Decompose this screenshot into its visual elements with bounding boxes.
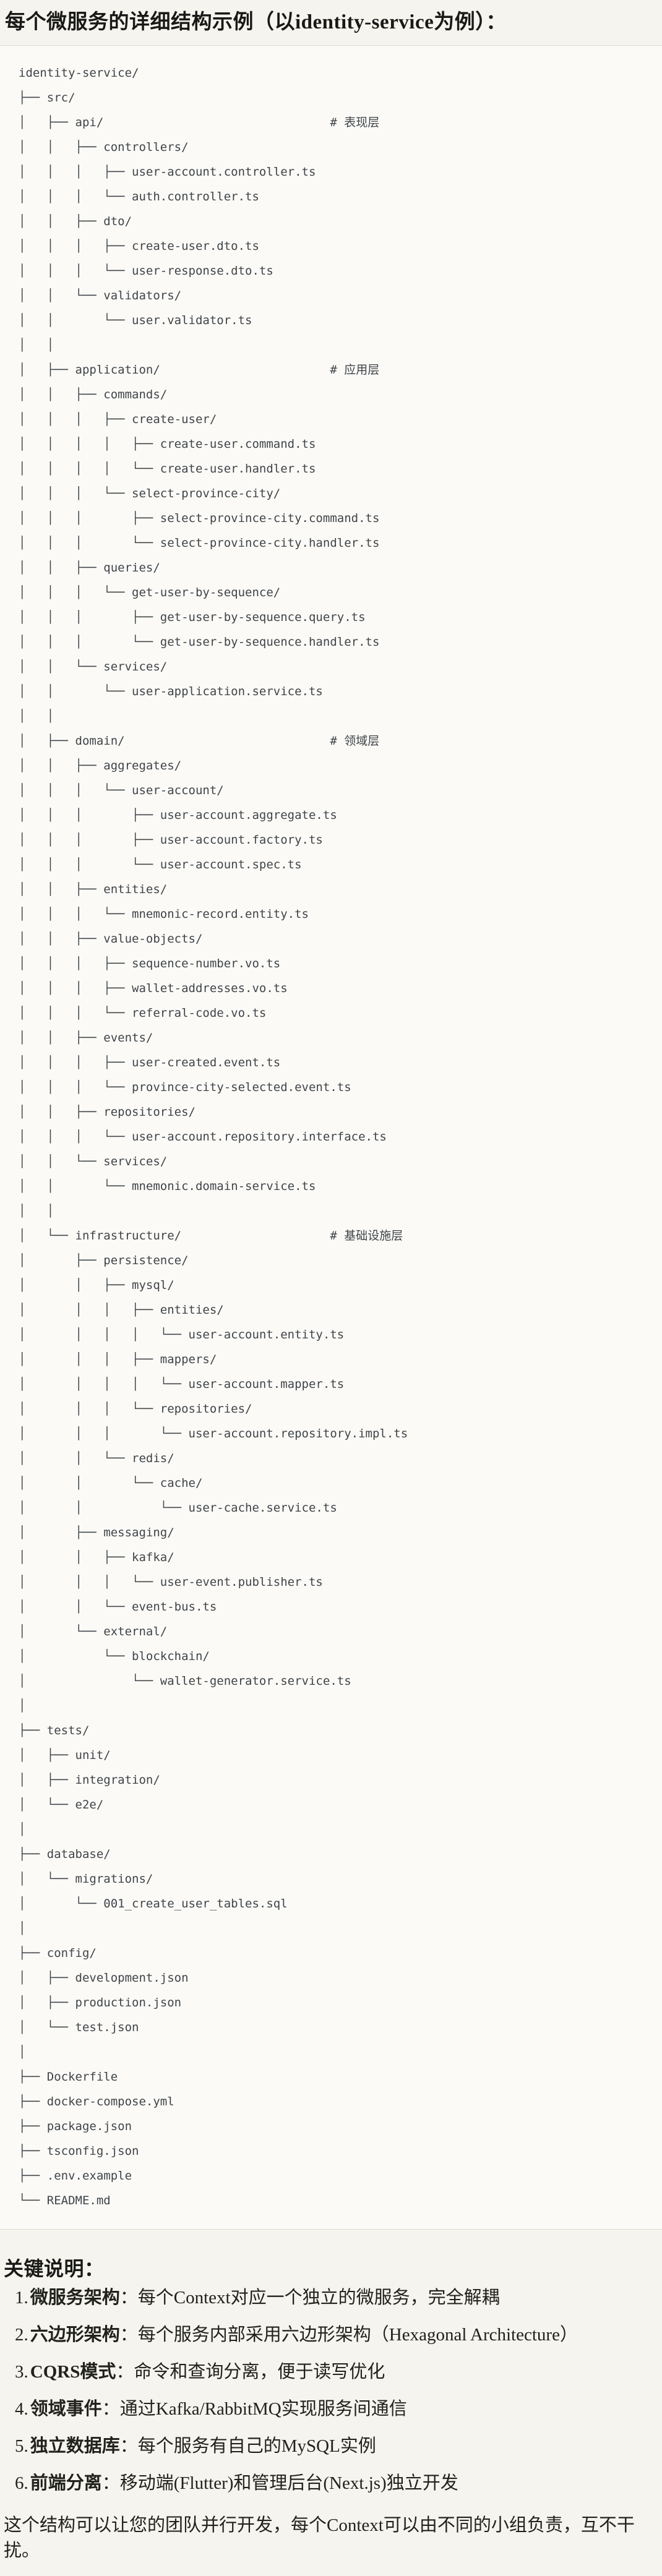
page-title: 每个微服务的详细结构示例（以identity-service为例）： <box>5 11 507 33</box>
note-text: ：每个服务有自己的MySQL实例 <box>119 2436 376 2457</box>
note-label: 独立数据库 <box>30 2436 120 2457</box>
note-number: 2. <box>15 2324 28 2345</box>
notes-list: 1.微服务架构：每个Context对应一个独立的微服务，完全解耦 2.六边形架构… <box>4 2285 656 2497</box>
directory-tree-block: identity-service/ ├── src/ │ ├── api/ # … <box>0 45 662 2230</box>
note-number: 4. <box>15 2399 28 2420</box>
note-item: 4.领域事件：通过Kafka/RabbitMQ实现服务间通信 <box>15 2397 656 2422</box>
notes-section: 关键说明： 1.微服务架构：每个Context对应一个独立的微服务，完全解耦 2… <box>0 2253 662 2564</box>
note-label: 领域事件 <box>30 2399 102 2420</box>
notes-footer: 这个结构可以让您的团队并行开发，每个Context可以由不同的小组负责，互不干扰… <box>4 2515 635 2561</box>
note-label: 六边形架构 <box>30 2324 120 2345</box>
note-number: 3. <box>15 2361 28 2382</box>
directory-tree: identity-service/ ├── src/ │ ├── api/ # … <box>19 66 408 2207</box>
note-label: 前端分离 <box>30 2473 102 2494</box>
note-item: 2.六边形架构：每个服务内部采用六边形架构（Hexagonal Architec… <box>15 2322 656 2348</box>
note-number: 1. <box>15 2287 28 2308</box>
note-text: ：移动端(Flutter)和管理后台(Next.js)独立开发 <box>101 2473 458 2494</box>
note-text: ：命令和查询分离，便于读写优化 <box>116 2361 385 2382</box>
note-text: ：通过Kafka/RabbitMQ实现服务间通信 <box>101 2399 407 2420</box>
note-item: 5.独立数据库：每个服务有自己的MySQL实例 <box>15 2434 656 2459</box>
note-item: 1.微服务架构：每个Context对应一个独立的微服务，完全解耦 <box>15 2285 656 2311</box>
note-item: 6.前端分离：移动端(Flutter)和管理后台(Next.js)独立开发 <box>15 2471 656 2496</box>
note-label: CQRS模式 <box>30 2361 116 2382</box>
note-item: 3.CQRS模式：命令和查询分离，便于读写优化 <box>15 2360 656 2385</box>
note-text: ：每个Context对应一个独立的微服务，完全解耦 <box>119 2287 500 2308</box>
note-label: 微服务架构 <box>30 2287 120 2308</box>
notes-heading: 关键说明： <box>4 2257 105 2280</box>
note-text: ：每个服务内部采用六边形架构（Hexagonal Architecture） <box>119 2324 578 2345</box>
note-number: 6. <box>15 2473 28 2494</box>
note-number: 5. <box>15 2436 28 2457</box>
